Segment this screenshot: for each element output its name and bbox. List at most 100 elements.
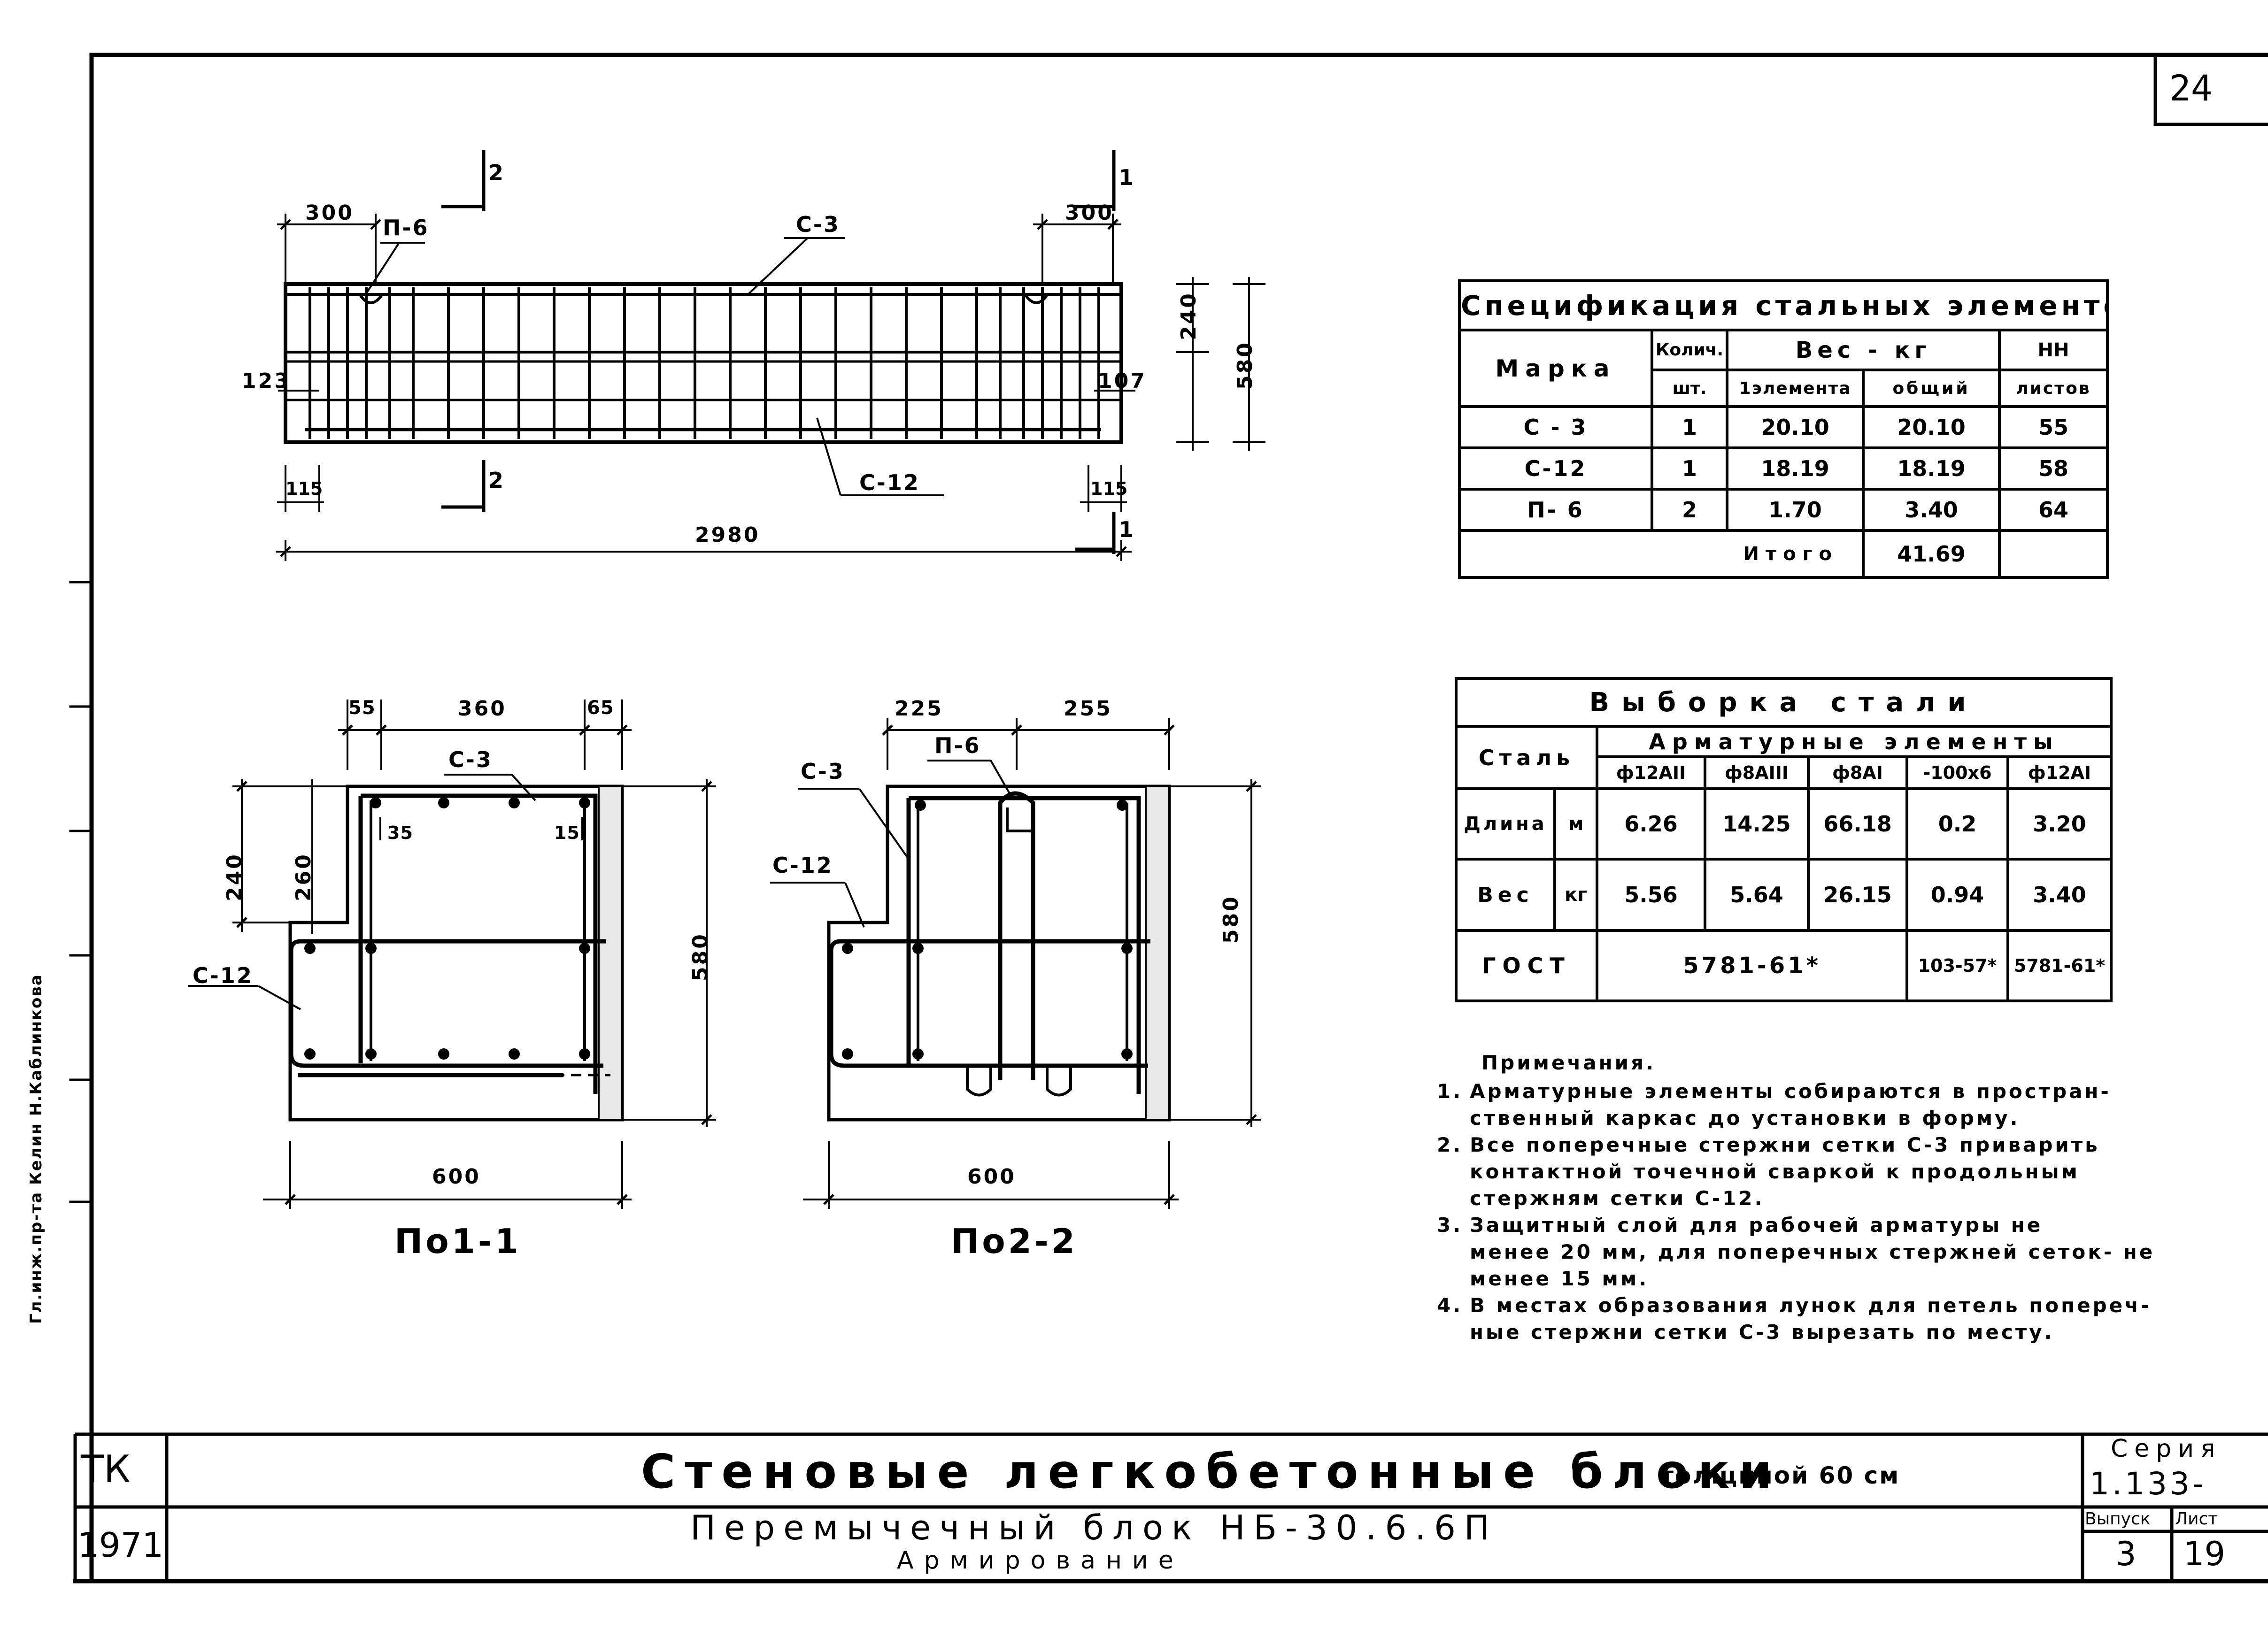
- steel-title: Выборка стали: [1455, 677, 2113, 728]
- steel-length-unit: м: [1553, 787, 1598, 861]
- spec-cell-mark: П- 6: [1458, 488, 1653, 532]
- spec-total-row: Итого 41.69: [1458, 529, 2109, 579]
- title-block-sheet: 19: [2183, 1535, 2226, 1573]
- spec-row: С-12 1 18.19 18.19 58: [1458, 446, 2109, 491]
- spec-total-label: Итого: [1458, 529, 1865, 579]
- note-number: 1.: [1437, 1080, 1463, 1103]
- steel-weight-value: 5.64: [1704, 858, 1810, 932]
- dim-bottom-right: 115: [1090, 478, 1128, 499]
- steel-length-value: 0.2: [1905, 787, 2009, 861]
- title-block-title: Стеновые легкобетонные блоки: [641, 1444, 1782, 1499]
- label-c3-elevation: С-3: [796, 212, 840, 237]
- s1-dim-600: 600: [432, 1165, 481, 1189]
- notes-title: Примечания.: [1481, 1051, 1656, 1074]
- s2-label-c12: С-12: [772, 853, 833, 878]
- notes: Примечания. 1. Арматурные элементы собир…: [1437, 1049, 2254, 1346]
- label-c12-elevation: С-12: [859, 470, 920, 495]
- note-line: менее 15 мм.: [1470, 1267, 1649, 1290]
- spec-total-empty: [1998, 529, 2109, 579]
- note-line: контактной точечной сваркой к продольным: [1470, 1160, 2080, 1183]
- sheet-number: 24: [2169, 67, 2213, 109]
- note-line: ственный каркас до установки в форму.: [1470, 1107, 2020, 1130]
- spec-cell-qty: 1: [1651, 446, 1728, 491]
- steel-length-value: 3.20: [2006, 787, 2113, 861]
- steel-gost-value-2: 103-57*: [1905, 929, 2009, 1002]
- s2-dim-600: 600: [967, 1165, 1016, 1189]
- dim-left-mid: 123: [242, 369, 291, 393]
- note-line: В местах образования лунок для петель по…: [1470, 1294, 2152, 1317]
- section-1-1-title: По1-1: [394, 1222, 521, 1261]
- s1-dim-65: 65: [587, 697, 614, 719]
- title-block-year: 1971: [77, 1525, 164, 1565]
- spec-cell-mark: С-12: [1458, 446, 1653, 491]
- spec-cell-sheet: 58: [1998, 446, 2109, 491]
- spec-cell-sheet: 64: [1998, 488, 2109, 532]
- s2-dim-255: 255: [1064, 697, 1112, 721]
- s1-dim-260: 260: [292, 853, 316, 901]
- section-2-2-title: По2-2: [951, 1222, 1078, 1261]
- title-block-subtitle2: Армирование: [897, 1546, 1184, 1575]
- spec-table: Спецификация стальных элементов Марка Ко…: [1458, 279, 2109, 579]
- s2-label-c3: С-3: [801, 759, 845, 784]
- cut-marker-2-top: 2: [488, 160, 505, 185]
- spec-row: С - 3 1 20.10 20.10 55: [1458, 405, 2109, 449]
- s2-dim-225: 225: [895, 697, 943, 721]
- title-block-thickness: толщиной 60 см: [1660, 1462, 1900, 1489]
- spec-header-sheets2: листов: [1998, 369, 2109, 408]
- note-line: Защитный слой для рабочей арматуры не: [1470, 1214, 2043, 1237]
- note-number: 2.: [1437, 1133, 1463, 1156]
- steel-col-header: ф8АI: [1807, 755, 1908, 790]
- s1-dim-35: 35: [387, 823, 413, 843]
- dim-right-mid: 107: [1098, 369, 1147, 393]
- dim-end-right: 300: [1065, 201, 1114, 225]
- steel-header-steel: Сталь: [1455, 725, 1598, 790]
- s1-dim-15: 15: [554, 823, 580, 843]
- steel-length-value: 66.18: [1807, 787, 1908, 861]
- steel-weight-unit: кг: [1553, 858, 1598, 932]
- steel-col-header: ф12АI: [2006, 755, 2113, 790]
- title-block-org: ТК: [81, 1447, 131, 1491]
- spec-cell-total: 3.40: [1862, 488, 2001, 532]
- steel-weight-value: 3.40: [2006, 858, 2113, 932]
- s1-dim-580: 580: [688, 932, 712, 981]
- note-item: 3. Защитный слой для рабочей арматуры не…: [1437, 1212, 2254, 1292]
- note-number: 3.: [1437, 1214, 1463, 1237]
- spec-cell-qty: 2: [1651, 488, 1728, 532]
- title-block-issue-label: Выпуск: [2085, 1509, 2151, 1529]
- spec-header-element: 1элемента: [1726, 369, 1865, 408]
- spec-title: Спецификация стальных элементов: [1458, 279, 2109, 331]
- note-line: Все поперечные стержни сетки С-3 привари…: [1470, 1133, 2100, 1156]
- steel-length-value: 6.26: [1596, 787, 1706, 861]
- s1-dim-360: 360: [458, 697, 507, 721]
- steel-col-header: -100х6: [1905, 755, 2009, 790]
- note-item: 2. Все поперечные стержни сетки С-3 прив…: [1437, 1131, 2254, 1212]
- spec-cell-total: 18.19: [1862, 446, 2001, 491]
- steel-weight-row: Вес кг 5.56 5.64 26.15 0.94 3.40: [1455, 858, 2113, 932]
- dim-bottom-left: 115: [285, 478, 323, 499]
- dim-top-height: 240: [1177, 292, 1201, 340]
- steel-gost-value-3: 5781-61*: [2006, 929, 2113, 1002]
- spec-cell-total: 20.10: [1862, 405, 2001, 449]
- spec-cell-element: 18.19: [1726, 446, 1865, 491]
- cut-marker-1-bottom: 1: [1119, 517, 1135, 542]
- steel-length-label: Длина: [1455, 787, 1556, 861]
- label-p6-elevation: П-6: [383, 215, 429, 240]
- spec-total-value: 41.69: [1862, 529, 2001, 579]
- spec-cell-mark: С - 3: [1458, 405, 1653, 449]
- title-block-subtitle: Перемычечный блок НБ-30.6.6П: [690, 1508, 1498, 1547]
- spec-header-weight: Вес - кг: [1726, 329, 2001, 371]
- spec-cell-element: 20.10: [1726, 405, 1865, 449]
- title-block-series: 1.133-: [2090, 1466, 2206, 1502]
- note-line: стержням сетки С-12.: [1470, 1187, 1765, 1210]
- spec-header-qty: Колич.: [1651, 329, 1728, 371]
- s2-label-p6: П-6: [934, 733, 981, 758]
- steel-length-row: Длина м 6.26 14.25 66.18 0.2 3.20: [1455, 787, 2113, 861]
- s1-dim-240: 240: [223, 853, 247, 901]
- steel-col-header: ф8АIII: [1704, 755, 1810, 790]
- spec-row: П- 6 2 1.70 3.40 64: [1458, 488, 2109, 532]
- spec-cell-element: 1.70: [1726, 488, 1865, 532]
- s1-dim-55: 55: [348, 697, 376, 719]
- dim-end-left: 300: [305, 201, 354, 225]
- steel-table: Выборка стали Сталь Арматурные элементы …: [1455, 677, 2113, 1002]
